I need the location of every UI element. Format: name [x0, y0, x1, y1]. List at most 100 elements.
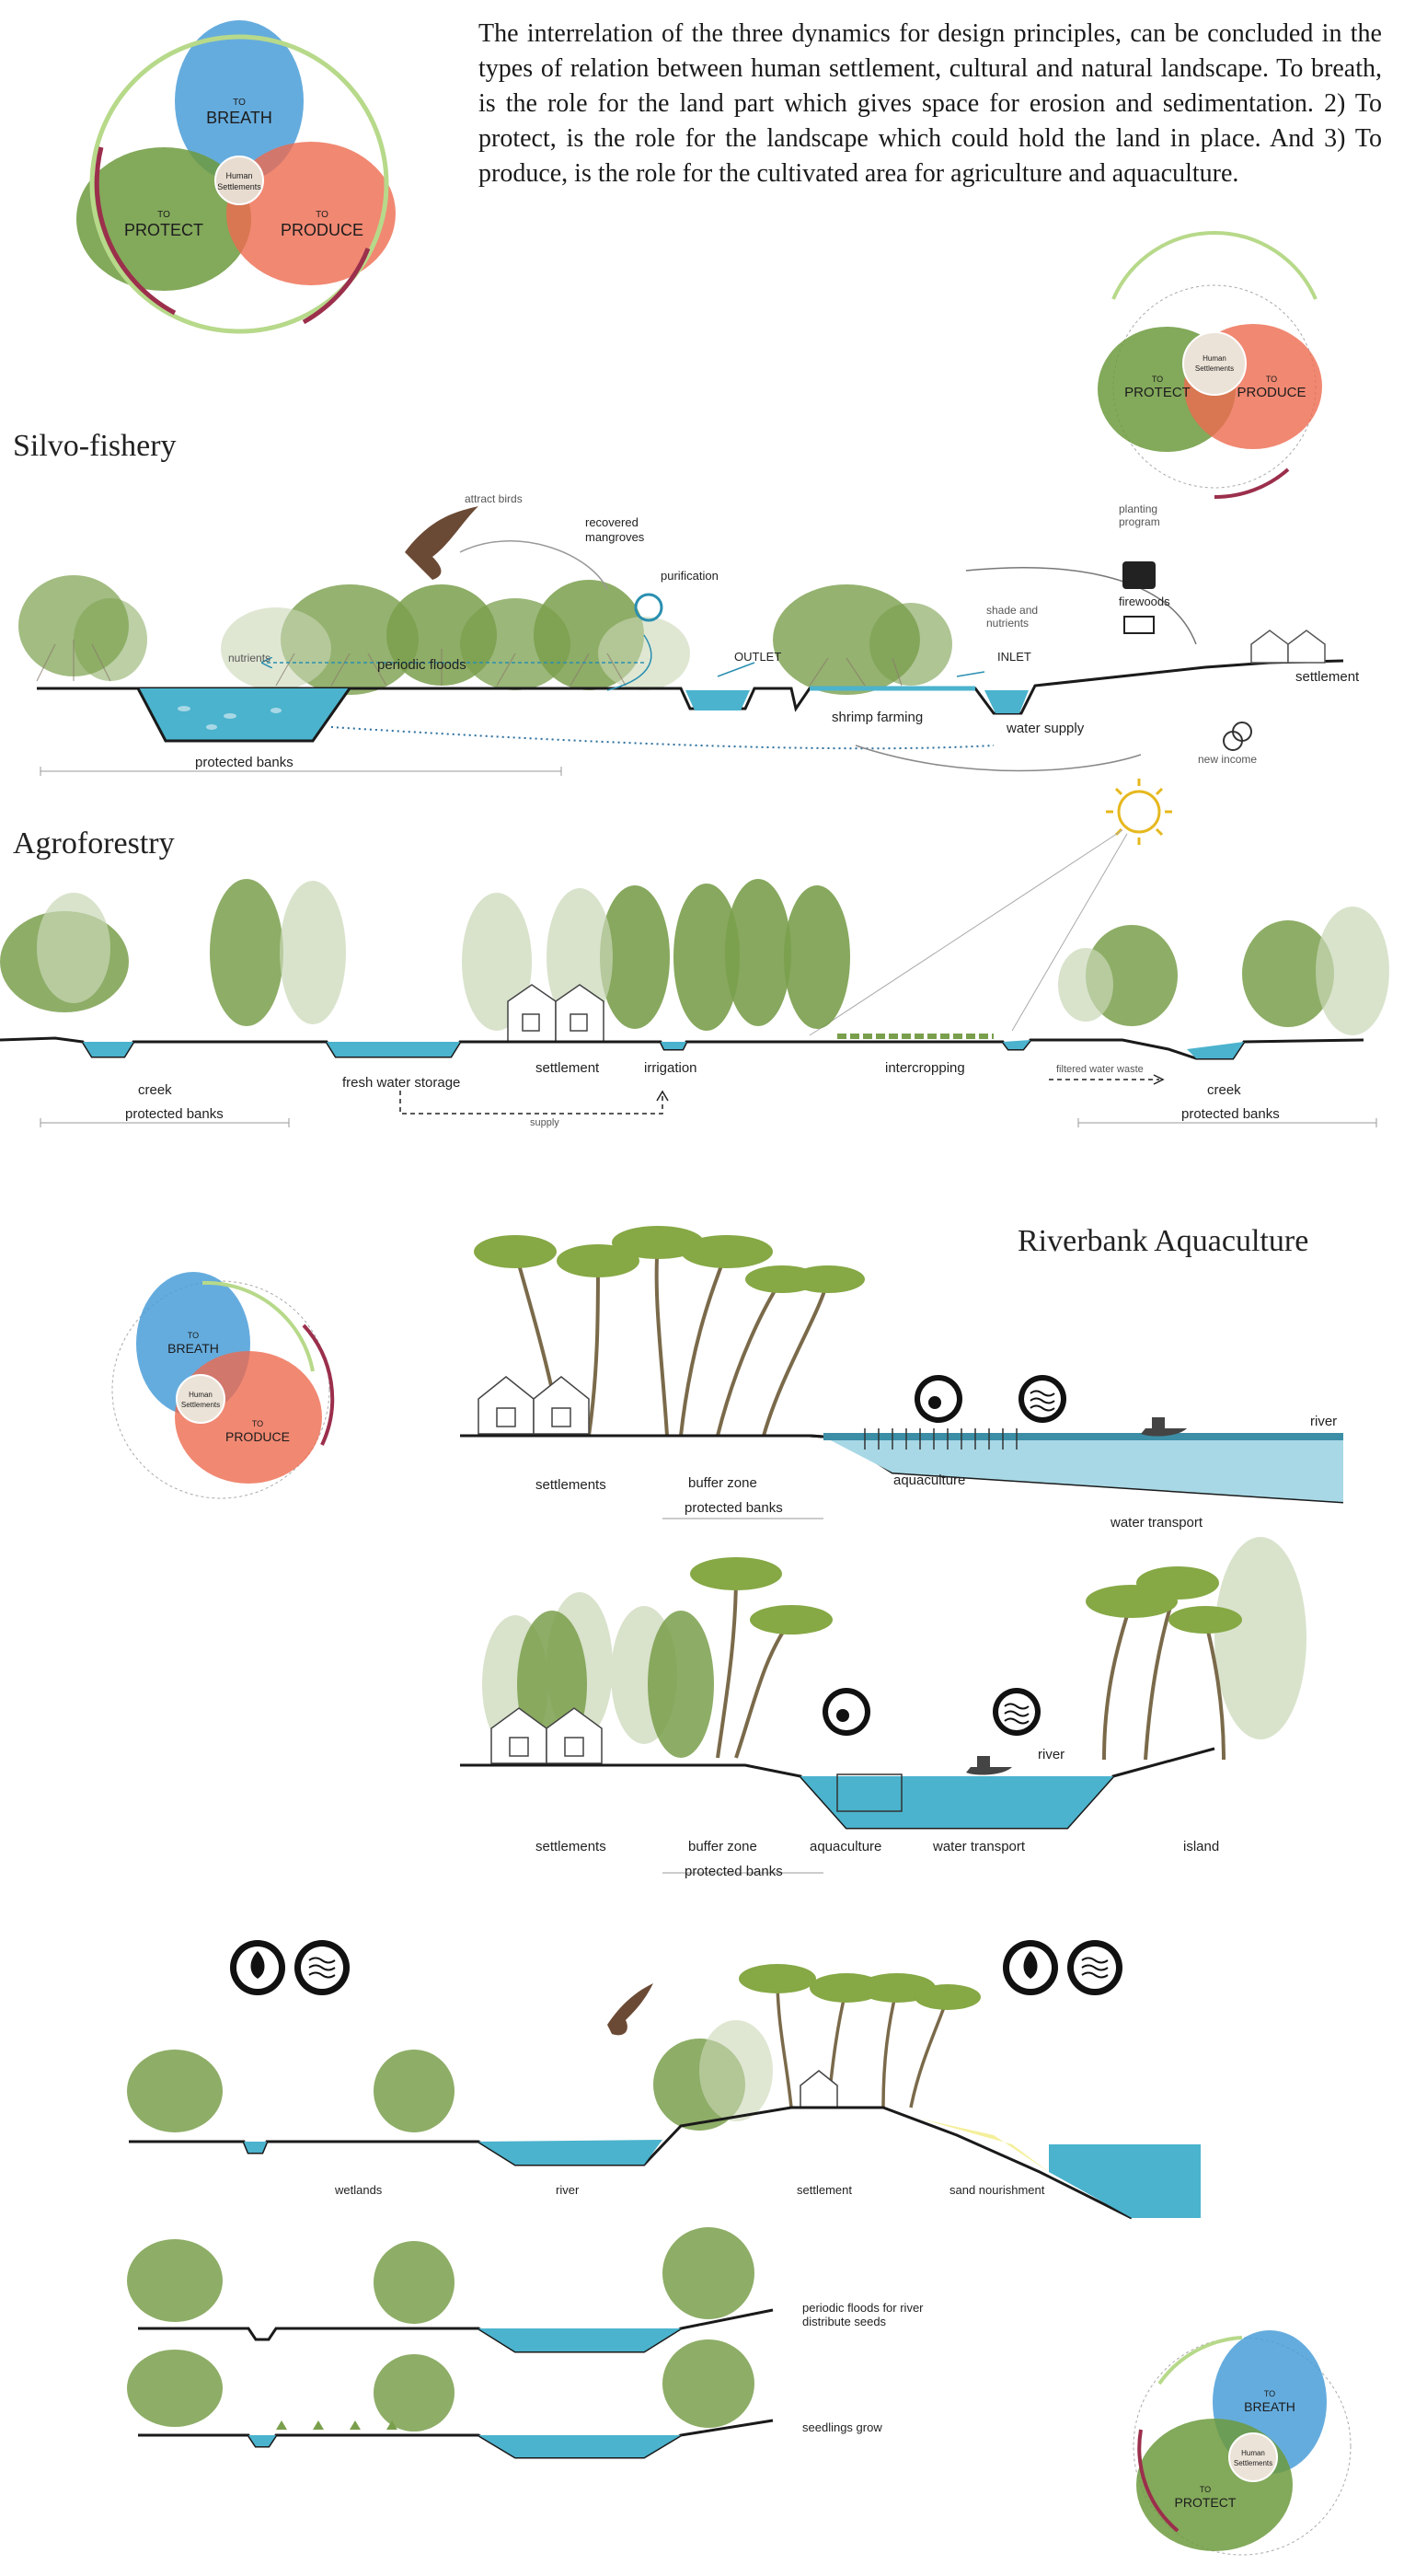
- svg-text:TO: TO: [157, 210, 170, 220]
- svg-text:Human: Human: [1241, 2449, 1265, 2457]
- svg-text:Settlements: Settlements: [217, 182, 261, 191]
- intro-paragraph: The interrelation of the three dynamics …: [478, 17, 1382, 191]
- label-creek-right: creek: [1207, 1082, 1241, 1098]
- venn-diagram-main: TO BREATH TO PROTECT TO PRODUCE Human Se…: [64, 9, 432, 322]
- svg-text:TO: TO: [1266, 375, 1277, 384]
- venn-diagram-protect-produce: Human Settlements TO PROTECT TO PRODUCE: [1076, 271, 1352, 502]
- venn-to-breath: TO: [233, 98, 246, 108]
- venn-protect-label: PROTECT: [124, 221, 203, 239]
- venn-diagram-breath-produce: TO BREATH TO PRODUCE Human Settlements: [101, 1261, 340, 1509]
- bird-icon: [405, 506, 478, 580]
- label-filtered-water-waste: filtered water waste: [1056, 1064, 1144, 1075]
- svg-text:TO: TO: [1200, 2485, 1211, 2494]
- bird-icon: [607, 1983, 653, 2035]
- label-agro-settlement: settlement: [535, 1060, 599, 1076]
- svg-text:Settlements: Settlements: [1234, 2459, 1272, 2467]
- label-coast-settlement: settlement: [797, 2183, 852, 2197]
- svg-text:Human: Human: [225, 171, 252, 180]
- silvo-fishery-section: [0, 479, 1404, 791]
- label-mangroves: mangroves: [585, 530, 644, 544]
- section-title-silvo-fishery: Silvo-fishery: [13, 429, 177, 464]
- label-protected-banks-right: protected banks: [1181, 1106, 1280, 1122]
- svg-text:PROTECT: PROTECT: [1175, 2495, 1237, 2510]
- label-protected-banks: protected banks: [195, 755, 293, 770]
- label-protected-banks-left: protected banks: [125, 1106, 224, 1122]
- label-purification: purification: [661, 569, 719, 583]
- label-shrimp-farming: shrimp farming: [832, 710, 923, 725]
- label-island: island: [1183, 1839, 1219, 1854]
- label-protected-banks-1: protected banks: [685, 1500, 783, 1516]
- svg-text:PROTECT: PROTECT: [1124, 385, 1191, 400]
- label-river-2: river: [1038, 1747, 1065, 1762]
- label-creek-left: creek: [138, 1082, 172, 1098]
- venn-produce-label: PRODUCE: [281, 221, 363, 239]
- water-waves-icon: [1067, 1940, 1122, 1995]
- income-icon: [915, 1375, 962, 1423]
- label-attract-birds: attract birds: [465, 492, 523, 505]
- house-icon: [1251, 630, 1325, 663]
- label-aquaculture-1: aquaculture: [893, 1473, 965, 1488]
- svg-text:TO: TO: [316, 210, 328, 220]
- riverbank-aquaculture-section-2: [460, 1528, 1380, 1877]
- water-waves-icon: [1018, 1375, 1066, 1423]
- svg-text:TO: TO: [252, 1419, 263, 1428]
- label-water-transport-2: water transport: [933, 1839, 1025, 1854]
- label-supply: supply: [530, 1117, 559, 1128]
- label-seedlings-grow: seedlings grow: [802, 2420, 882, 2434]
- label-buffer-zone-2: buffer zone: [688, 1839, 757, 1854]
- label-water-supply: water supply: [1007, 721, 1084, 736]
- svg-text:Human: Human: [189, 1391, 213, 1399]
- label-protected-banks-2: protected banks: [685, 1864, 783, 1879]
- label-outlet: OUTLET: [734, 650, 781, 664]
- venn-breath-label: BREATH: [206, 109, 272, 127]
- label-intercropping: intercropping: [885, 1060, 965, 1076]
- label-settlements-2: settlements: [535, 1839, 606, 1854]
- svg-text:TO: TO: [1152, 375, 1163, 384]
- svg-text:PRODUCE: PRODUCE: [225, 1429, 290, 1444]
- hands-leaf-icon: [1003, 1940, 1058, 1995]
- hands-leaf-icon: [230, 1940, 285, 1995]
- mangrove-tree-icon: [18, 575, 952, 695]
- label-fresh-water-storage: fresh water storage: [342, 1075, 460, 1091]
- label-periodic-floods-river: periodic floods for river: [802, 2301, 924, 2315]
- boat-icon: [966, 1756, 1012, 1774]
- label-river-1: river: [1310, 1414, 1337, 1429]
- income-icon: [823, 1688, 870, 1736]
- label-planting: planting: [1119, 502, 1157, 515]
- label-settlement: settlement: [1295, 669, 1359, 685]
- svg-text:BREATH: BREATH: [167, 1341, 219, 1356]
- label-shade-nutrients: nutrients: [986, 617, 1029, 630]
- water-waves-icon: [294, 1940, 350, 1995]
- venn-diagram-breath-protect: TO BREATH TO PROTECT Human Settlements: [1122, 2319, 1362, 2568]
- coins-icon: [1224, 722, 1251, 750]
- svg-text:TO: TO: [188, 1331, 199, 1340]
- label-new-income: new income: [1198, 753, 1257, 766]
- agroforestry-section: [0, 773, 1404, 1141]
- svg-text:PRODUCE: PRODUCE: [1237, 385, 1306, 400]
- label-buffer-zone-1: buffer zone: [688, 1475, 757, 1491]
- planting-icon: [1122, 561, 1156, 589]
- firewood-icon: [1124, 617, 1154, 633]
- house-icon: [478, 1377, 589, 1434]
- label-coast-river: river: [556, 2183, 579, 2197]
- label-program: program: [1119, 515, 1160, 528]
- label-shade: shade and: [986, 604, 1038, 617]
- label-sand-nourishment: sand nourishment: [949, 2183, 1044, 2197]
- svg-text:TO: TO: [1264, 2389, 1275, 2398]
- water-waves-icon: [993, 1688, 1041, 1736]
- svg-text:BREATH: BREATH: [1244, 2399, 1295, 2414]
- label-periodic-floods: periodic floods: [377, 657, 466, 673]
- riverbank-aquaculture-section-1: [460, 1196, 1380, 1519]
- label-inlet: INLET: [997, 650, 1031, 664]
- label-distribute-seeds: distribute seeds: [802, 2315, 886, 2328]
- svg-text:Settlements: Settlements: [181, 1401, 220, 1409]
- label-settlements-1: settlements: [535, 1477, 606, 1493]
- label-recovered: recovered: [585, 515, 639, 529]
- svg-text:Settlements: Settlements: [1195, 364, 1234, 373]
- svg-text:Human: Human: [1203, 354, 1226, 363]
- label-wetlands: wetlands: [335, 2183, 382, 2197]
- label-nutrients: nutrients: [228, 652, 270, 664]
- label-firewoods: firewoods: [1119, 595, 1170, 608]
- label-irrigation: irrigation: [644, 1060, 697, 1076]
- label-aquaculture-2: aquaculture: [810, 1839, 881, 1854]
